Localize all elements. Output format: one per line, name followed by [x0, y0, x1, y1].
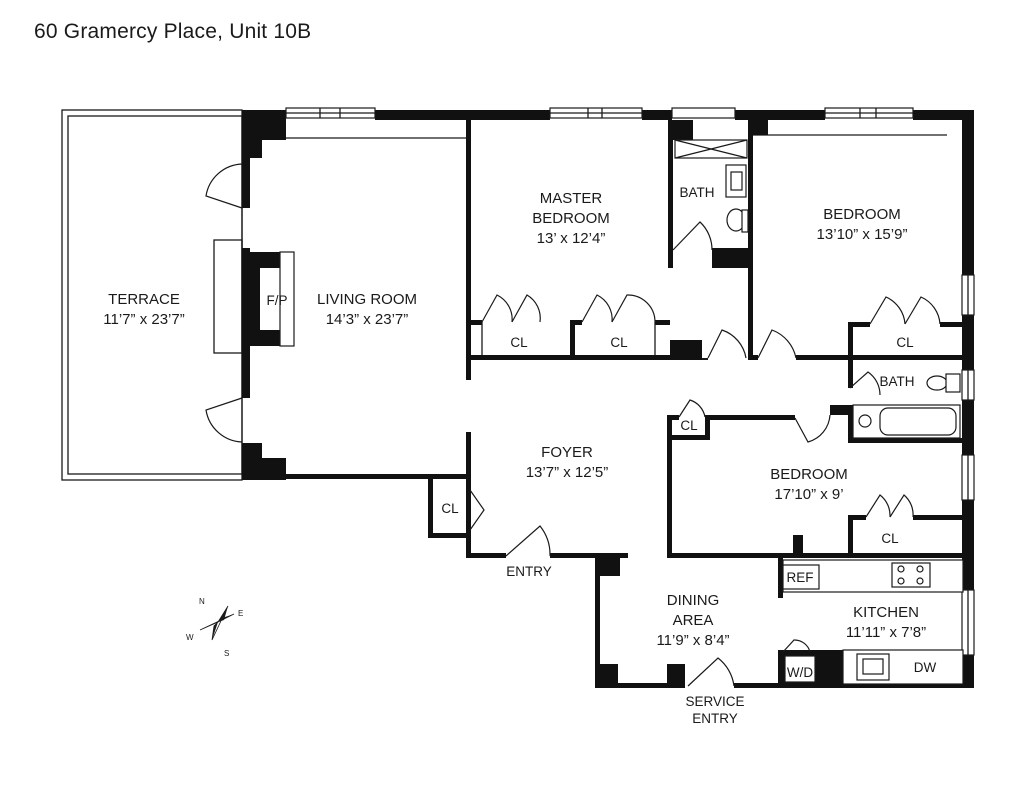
room-labels: TERRACE 11’7” x 23’7” F/P LIVING ROOM 14…	[103, 185, 926, 649]
walls	[242, 110, 974, 688]
terrace-name: TERRACE	[108, 291, 180, 308]
terrace-dims: 11’7” x 23’7”	[103, 311, 184, 328]
fireplace-label: F/P	[266, 293, 287, 308]
dining-area-dims: 11’9” x 8’4”	[656, 632, 729, 649]
hall-bath-label: BATH	[879, 374, 914, 389]
service-entry-label-2: ENTRY	[692, 711, 738, 726]
living-room-name: LIVING ROOM	[317, 291, 417, 308]
entry-labels: ENTRY SERVICE ENTRY	[506, 564, 744, 726]
master-bath-label: BATH	[679, 185, 714, 200]
service-entry-label-1: SERVICE	[685, 694, 744, 709]
foyer-dims: 13’7” x 12’5”	[526, 464, 609, 481]
fixtures	[674, 139, 964, 685]
bedroom-1-name: BEDROOM	[823, 206, 901, 223]
compass-e-label: E	[238, 609, 243, 618]
foyer-name: FOYER	[541, 444, 593, 461]
master-bedroom-dims: 13’ x 12’4”	[537, 230, 606, 247]
living-room-dims: 14’3” x 23’7”	[326, 311, 409, 328]
compass-s-label: S	[224, 649, 229, 658]
washer-dryer-label: W/D	[787, 665, 813, 680]
bedroom-2-dims: 17’10” x 9’	[774, 486, 843, 503]
dining-area-name-1: DINING	[667, 592, 720, 609]
compass: N E S W	[186, 597, 243, 658]
kitchen-name: KITCHEN	[853, 604, 919, 621]
main-entry-label: ENTRY	[506, 564, 552, 579]
doors	[205, 163, 941, 687]
closet-label: CL	[881, 531, 899, 546]
closet-label: CL	[510, 335, 528, 350]
kitchen-dims: 11’11” x 7’8”	[846, 624, 926, 641]
compass-n-label: N	[199, 597, 205, 606]
windows	[285, 107, 975, 656]
plan-title: 60 Gramercy Place, Unit 10B	[34, 20, 312, 43]
master-bedroom-name-1: MASTER	[540, 190, 603, 207]
bedroom-2-name: BEDROOM	[770, 466, 848, 483]
dishwasher-label: DW	[914, 660, 937, 675]
closet-label: CL	[680, 418, 698, 433]
refrigerator-label: REF	[787, 570, 814, 585]
dining-area-name-2: AREA	[673, 612, 714, 629]
compass-w-label: W	[186, 633, 194, 642]
master-bedroom-name-2: BEDROOM	[532, 210, 610, 227]
fixture-labels: REF W/D DW	[787, 570, 937, 680]
closet-labels: CL CL CL CL CL CL	[441, 335, 914, 546]
bedroom-1-dims: 13’10” x 15’9”	[817, 226, 908, 243]
closet-label: CL	[441, 501, 459, 516]
closet-label: CL	[896, 335, 914, 350]
closet-label: CL	[610, 335, 628, 350]
